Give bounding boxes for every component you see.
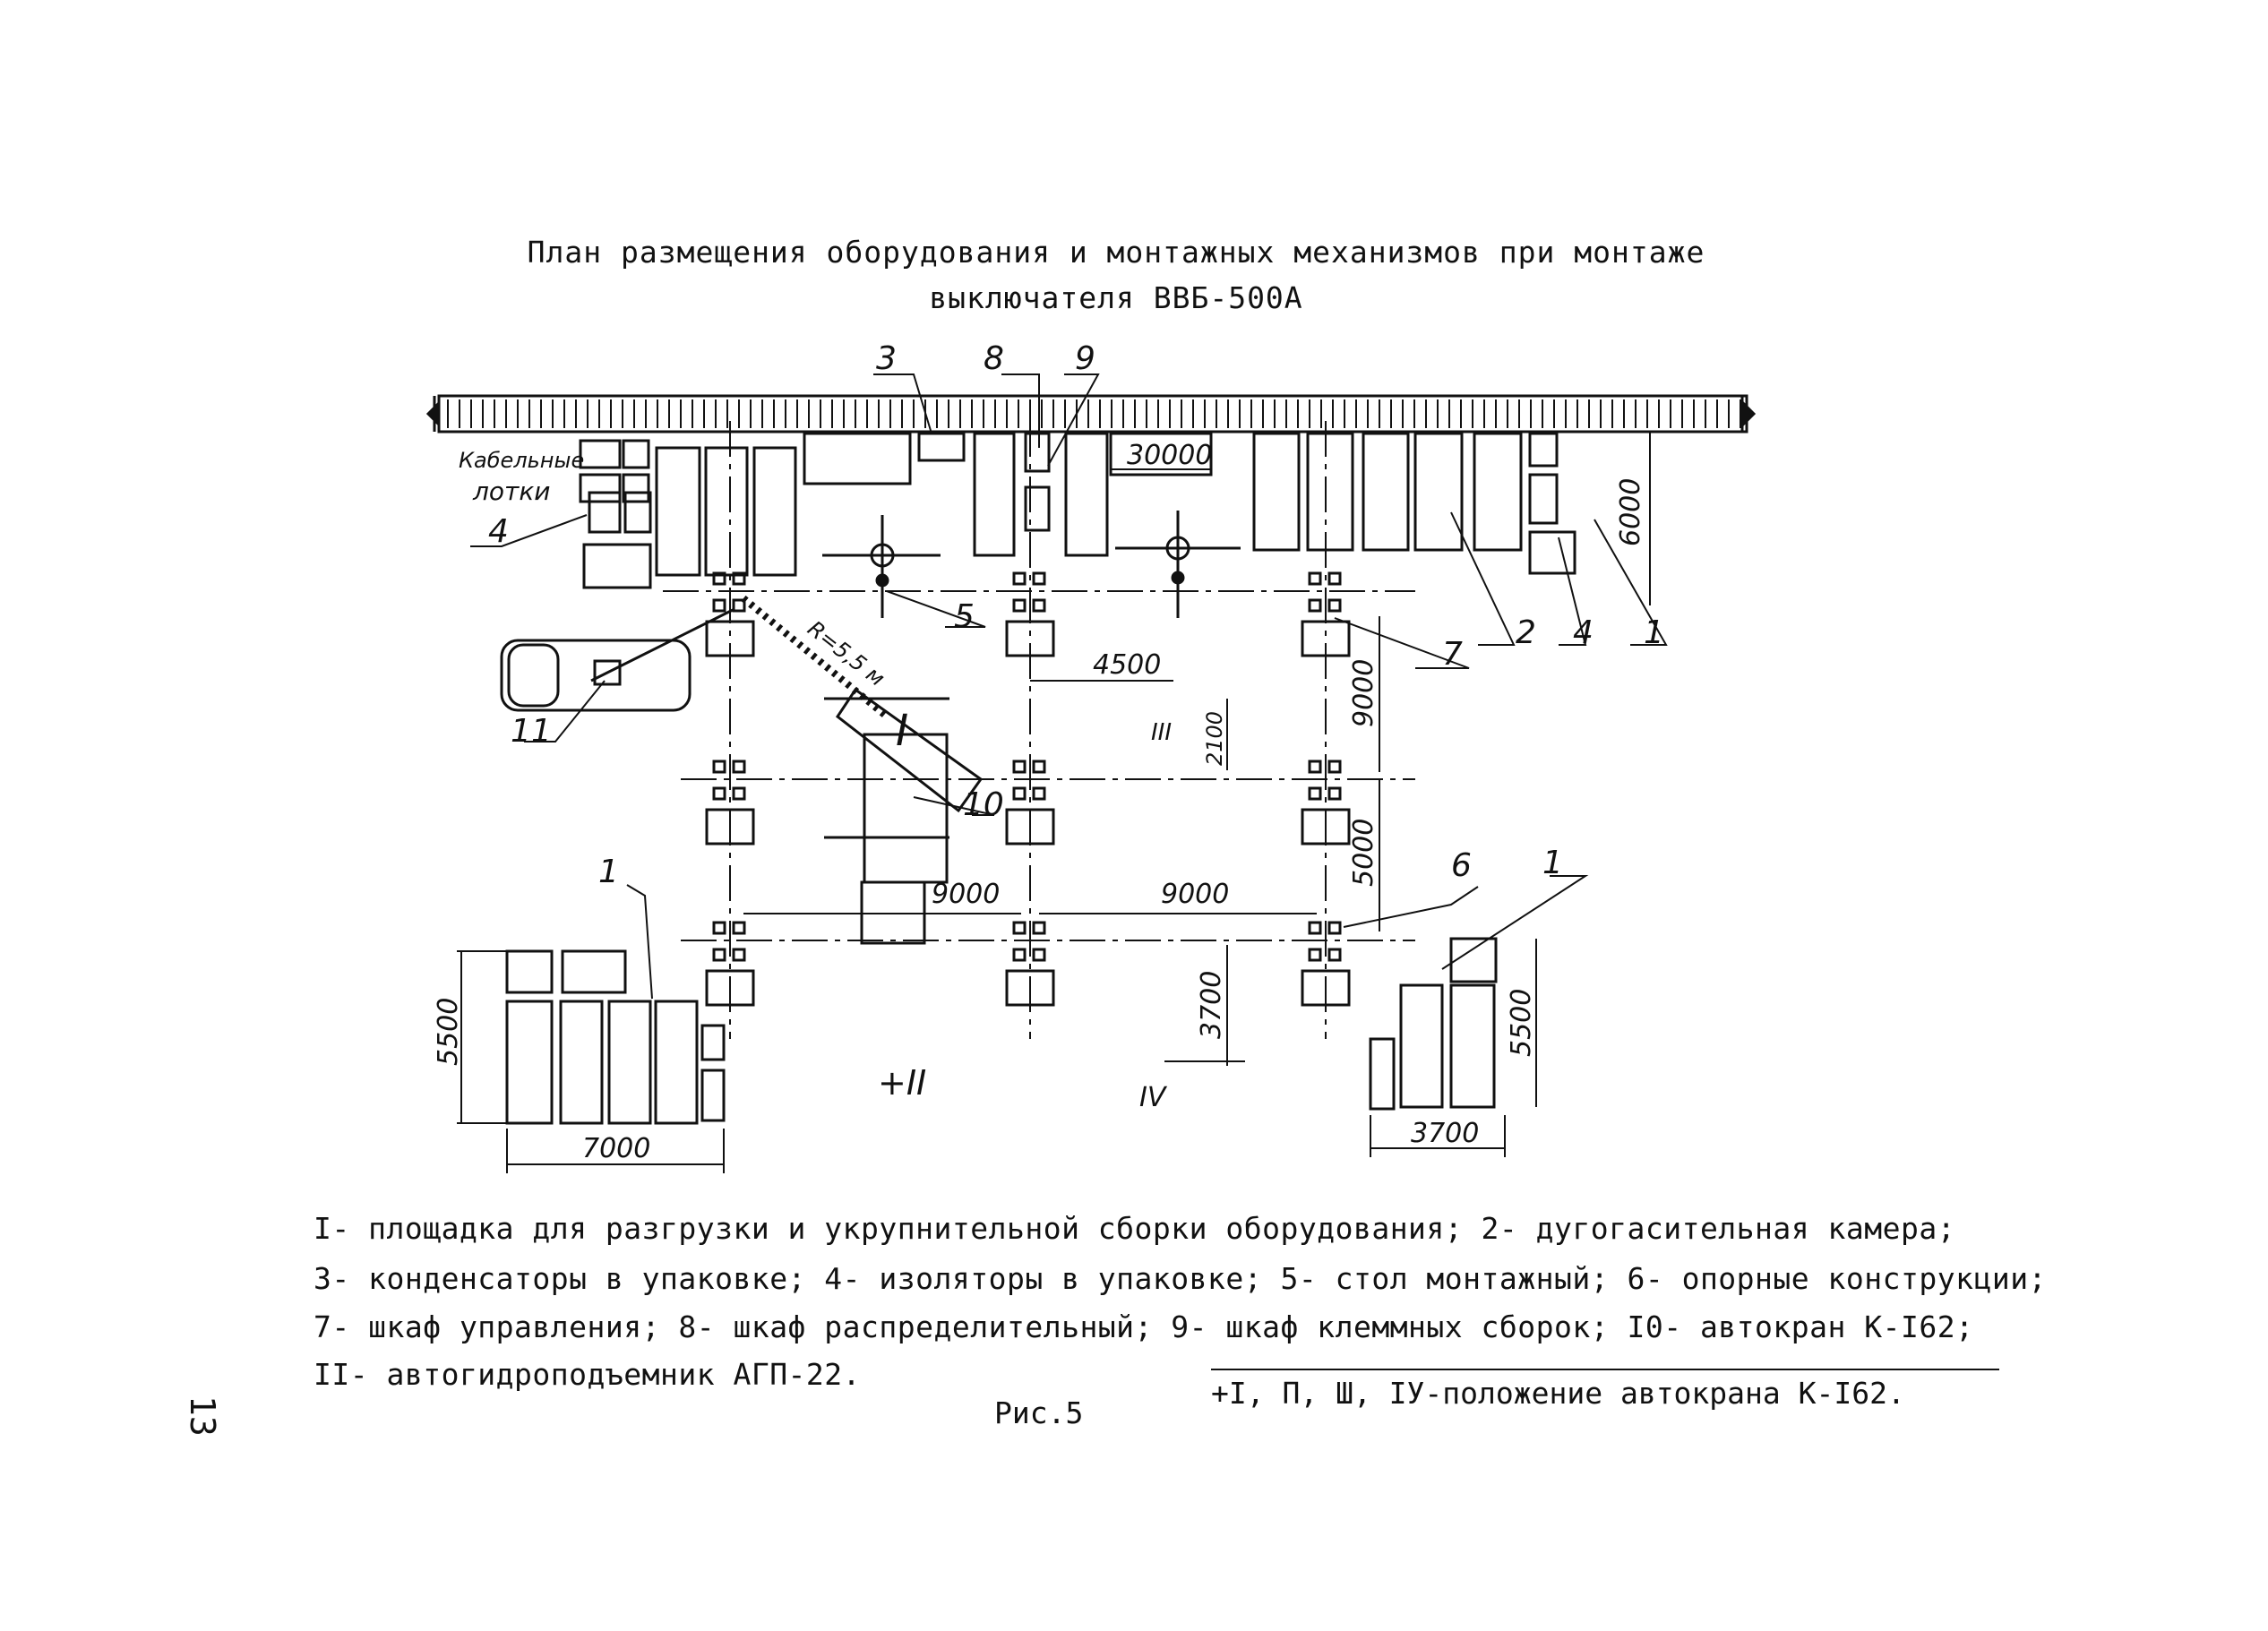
support-foundation	[1005, 571, 1055, 657]
legend-line-1: I- площадка для разгрузки и укрупнительн…	[314, 1211, 1956, 1246]
dimension-values: 30000 6000 4500 9000 2100 5000 9000 9000…	[433, 440, 1646, 1164]
callout-1-wall: 1	[1644, 614, 1664, 651]
callout-numbers: 1 1 1 2 3 4 4 5 6 7 8 9 10 11	[488, 340, 1664, 890]
dim-9000-a: 9000	[932, 879, 1000, 910]
dim-9000-b: 9000	[1161, 879, 1229, 910]
callout-4-left: 4	[488, 513, 509, 550]
dim-9000-vertical: 9000	[1348, 659, 1379, 727]
dim-6000: 6000	[1615, 478, 1646, 546]
crane-position-I: I	[896, 706, 908, 756]
dimension-lines	[457, 431, 1666, 1173]
equipment-row	[579, 432, 1576, 589]
legend-line-2: 3- конденсаторы в упаковке; 4- изоляторы…	[314, 1261, 2047, 1296]
callout-6: 6	[1451, 847, 1472, 884]
dim-4500: 4500	[1093, 649, 1161, 681]
dim-3700-horizontal: 3700	[1411, 1118, 1479, 1149]
dim-5000: 5000	[1348, 819, 1379, 887]
callout-leaders	[470, 373, 1668, 1000]
dim-5500-left: 5500	[433, 998, 464, 1066]
callout-8: 8	[984, 340, 1004, 377]
callout-2: 2	[1516, 614, 1536, 651]
crane-position-IV: IV	[1139, 1082, 1168, 1113]
crane-position-III: III	[1151, 719, 1172, 746]
callout-5: 5	[954, 598, 975, 635]
dim-2100: 2100	[1202, 711, 1227, 766]
callout-10: 10	[963, 786, 1004, 823]
cable-trays-label-2: лотки	[472, 476, 550, 506]
support-structures	[705, 571, 1351, 1007]
unloading-area-left	[505, 949, 726, 1125]
page-number: 13	[183, 1395, 222, 1437]
callout-1-left: 1	[598, 854, 619, 890]
callout-3: 3	[876, 340, 897, 377]
column-axes	[663, 421, 1415, 1039]
assembly-table	[822, 511, 1241, 618]
truck-crane	[741, 595, 984, 945]
support-foundation	[1005, 921, 1055, 1007]
support-foundation	[1301, 921, 1351, 1007]
legend-line-3: 7- шкаф управления; 8- шкаф распределите…	[314, 1309, 1974, 1344]
crane-position-II: +II	[878, 1063, 926, 1103]
callout-11: 11	[511, 713, 552, 750]
callout-7: 7	[1442, 636, 1463, 673]
dim-7000: 7000	[582, 1133, 650, 1164]
building-wall	[425, 394, 1757, 434]
dim-5500-right: 5500	[1506, 989, 1537, 1057]
support-foundation	[705, 921, 755, 1007]
dim-30000: 30000	[1127, 440, 1212, 471]
dim-3700-vertical: 3700	[1196, 971, 1227, 1039]
callout-9: 9	[1075, 340, 1095, 377]
figure-caption: Рис.5	[994, 1395, 1084, 1430]
cable-trays-label-1: Кабельные	[459, 448, 584, 473]
aerial-platform	[500, 607, 735, 712]
callout-4-right: 4	[1573, 614, 1594, 651]
unloading-area-right	[1369, 937, 1498, 1111]
crane-positions-note: +I, П, Ш, IУ-положение автокрана К-I62.	[1211, 1369, 1999, 1411]
support-foundation	[705, 571, 755, 657]
support-foundation	[1301, 571, 1351, 657]
legend-line-4: II- автогидроподъемник АГП-22.	[314, 1357, 862, 1392]
diagram-subtitle: выключателя ВВБ-500А	[929, 280, 1303, 315]
diagram-title: План размещения оборудования и монтажных…	[527, 235, 1705, 270]
support-foundation	[705, 760, 755, 846]
callout-1-right: 1	[1542, 845, 1563, 881]
support-foundation	[1005, 760, 1055, 846]
support-foundation	[1301, 760, 1351, 846]
